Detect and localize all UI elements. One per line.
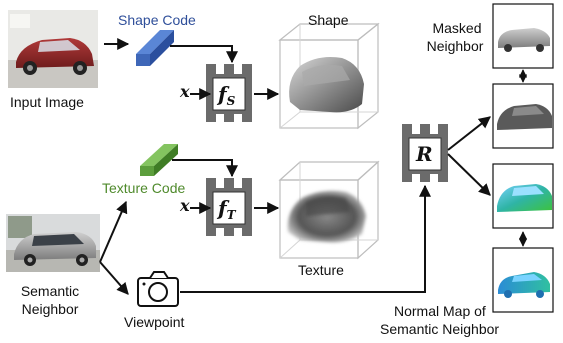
fs-main: f: [218, 82, 227, 106]
texture-code-block: [140, 144, 178, 176]
ft-subscript: T: [226, 208, 236, 222]
render-shape-panel: [492, 83, 554, 149]
texture-cube: [278, 160, 380, 260]
x-input-shape: x: [180, 82, 190, 101]
render-normal-panel: [492, 163, 554, 229]
r-network-block: [402, 124, 448, 182]
arrow-texture-code-to-ft: [172, 159, 238, 178]
texture-code-label: Texture Code: [102, 180, 186, 196]
arrow-shape-code-to-fs: [170, 45, 238, 64]
semantic-neighbor-label-1: Semantic: [20, 283, 80, 299]
ft-main: f: [218, 196, 227, 220]
semantic-neighbor-image: [6, 214, 100, 272]
viewpoint-label: Viewpoint: [124, 314, 185, 330]
shape-code-block: [136, 30, 174, 66]
fs-symbol: fS: [218, 84, 235, 111]
shape-cube: [278, 22, 380, 130]
normal-map-panel: [492, 247, 554, 313]
arrow-neighbor-to-texture-code: [99, 200, 128, 263]
input-image: [8, 10, 98, 88]
semantic-neighbor-label-2: Neighbor: [21, 301, 79, 317]
shape-label: Shape: [308, 12, 349, 28]
masked-neighbor-label-1: Masked: [432, 20, 482, 36]
ft-symbol: fT: [218, 198, 236, 225]
r-symbol: R: [416, 142, 433, 166]
camera-icon: [137, 271, 179, 307]
fs-subscript: S: [226, 94, 236, 108]
arrow-r-to-render2: [447, 153, 491, 196]
x-input-texture: x: [180, 196, 190, 215]
masked-neighbor-label-2: Neighbor: [426, 38, 484, 54]
normal-map-label-1: Normal Map of: [394, 303, 486, 319]
shape-code-label: Shape Code: [118, 12, 196, 28]
arrow-viewpoint-to-r: [180, 184, 431, 293]
texture-label: Texture: [298, 262, 344, 278]
normal-map-label-2: Semantic Neighbor: [380, 321, 500, 337]
input-image-label: Input Image: [10, 94, 84, 110]
arrow-neighbor-to-viewpoint: [99, 261, 129, 295]
masked-neighbor-panel: [492, 3, 554, 69]
arrow-r-to-render1: [447, 116, 491, 151]
